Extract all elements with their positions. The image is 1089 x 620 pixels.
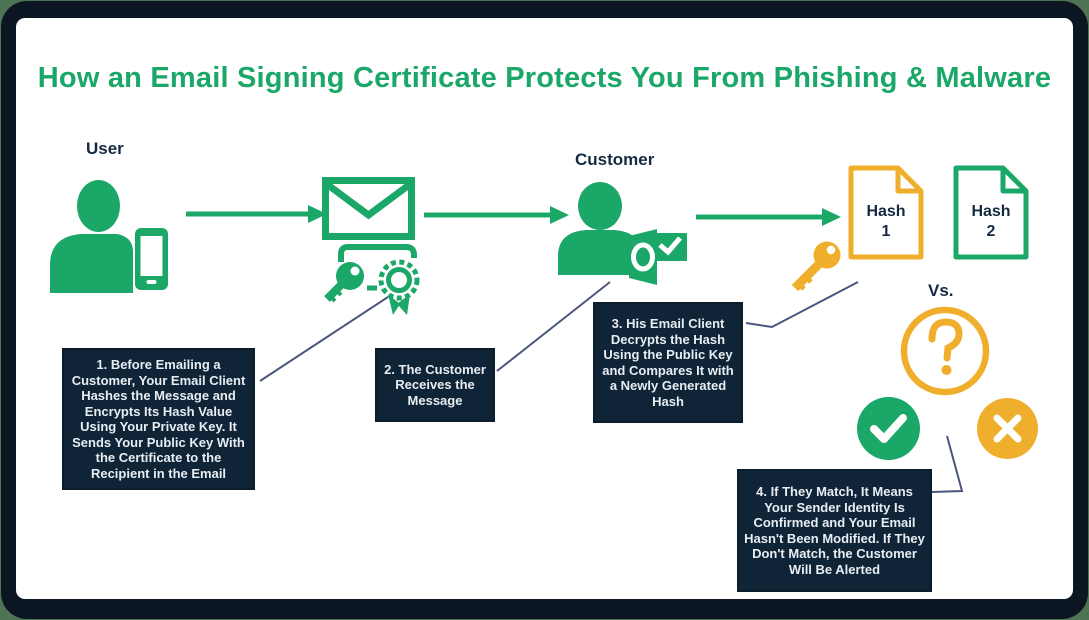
connector-line-4 (931, 435, 964, 493)
page-title: How an Email Signing Certificate Protect… (37, 62, 1052, 94)
step-box-2: 2. The Customer Receives the Message (375, 348, 495, 422)
envelope-icon (322, 177, 415, 240)
cross-icon (977, 398, 1038, 459)
flow-arrow-3 (696, 208, 841, 226)
step-2-text: 2. The Customer Receives the Message (384, 361, 486, 408)
hash2-label: Hash 2 (971, 203, 1011, 240)
user-icon (50, 180, 168, 293)
vs-label: Vs. (928, 281, 954, 300)
hash1-document (848, 165, 924, 260)
connector-line-3 (745, 281, 859, 329)
connector-line-1 (259, 296, 389, 382)
step-4-text: 4. If They Match, It Means Your Sender I… (744, 484, 925, 577)
step-box-4: 4. If They Match, It Means Your Sender I… (737, 469, 932, 592)
certificate-seal-icon (378, 259, 420, 315)
flow-arrow-1 (186, 205, 327, 223)
customer-label: Customer (575, 150, 655, 169)
step-box-3: 3. His Email Client Decrypts the Hash Us… (593, 302, 743, 423)
step-1-text: 1. Before Emailing a Customer, Your Emai… (71, 357, 246, 481)
check-icon (857, 397, 920, 460)
key-certificate-icon (324, 244, 420, 315)
connector-line-2 (496, 281, 611, 372)
phone-icon (135, 228, 168, 290)
step-3-text: 3. His Email Client Decrypts the Hash Us… (602, 316, 734, 409)
flow-arrow-2 (424, 206, 569, 224)
hash2-document (953, 165, 1029, 260)
customer-icon (558, 182, 642, 275)
step-box-1: 1. Before Emailing a Customer, Your Emai… (62, 348, 255, 490)
user-label: User (86, 139, 124, 158)
question-mark-icon (900, 306, 990, 396)
green-key-icon (324, 262, 364, 303)
hash1-label: Hash 1 (866, 203, 906, 240)
outlook-icon (629, 229, 687, 285)
private-key-icon (791, 241, 841, 292)
